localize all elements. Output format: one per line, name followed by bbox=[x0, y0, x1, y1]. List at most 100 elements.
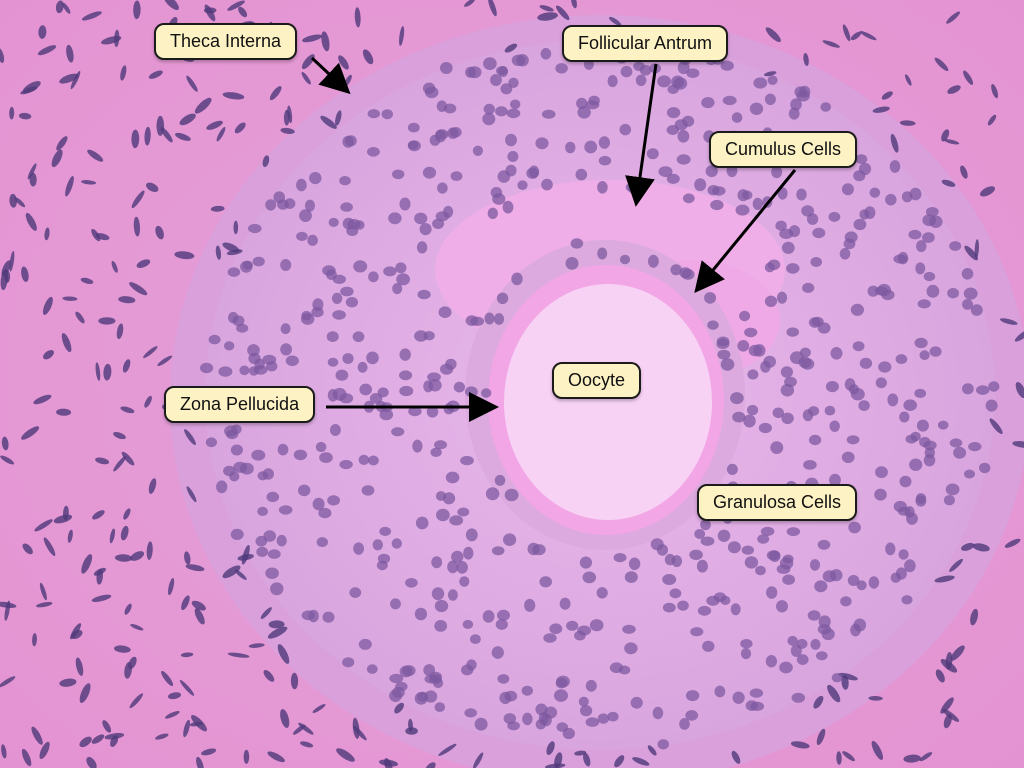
nucleus bbox=[841, 451, 855, 463]
nucleus bbox=[817, 539, 831, 550]
nucleus bbox=[447, 560, 459, 574]
nucleus bbox=[185, 564, 205, 572]
nucleus bbox=[120, 65, 127, 81]
nucleus bbox=[776, 564, 791, 574]
nucleus bbox=[128, 656, 137, 670]
nucleus bbox=[679, 267, 692, 279]
nucleus bbox=[549, 623, 563, 634]
nucleus bbox=[577, 625, 592, 636]
nucleus bbox=[496, 292, 509, 304]
nucleus bbox=[395, 262, 407, 274]
nucleus bbox=[266, 491, 280, 503]
nucleus bbox=[817, 322, 831, 334]
nucleus bbox=[407, 140, 421, 152]
nucleus bbox=[1, 436, 9, 451]
nucleus bbox=[414, 330, 428, 342]
nucleus bbox=[963, 70, 974, 85]
nucleus bbox=[118, 296, 136, 304]
nucleus bbox=[991, 84, 999, 99]
nucleus bbox=[91, 228, 101, 242]
nucleus bbox=[585, 717, 600, 727]
nucleus bbox=[18, 112, 32, 120]
nucleus bbox=[136, 259, 151, 268]
nucleus bbox=[767, 75, 778, 85]
nucleus bbox=[91, 734, 105, 744]
nucleus bbox=[463, 546, 474, 560]
nucleus bbox=[696, 559, 708, 573]
nucleus bbox=[889, 160, 901, 173]
nucleus bbox=[167, 692, 182, 700]
nucleus bbox=[502, 200, 514, 214]
nucleus bbox=[905, 434, 918, 444]
nucleus bbox=[919, 752, 933, 762]
nucleus bbox=[987, 114, 997, 126]
nucleus bbox=[160, 127, 173, 143]
nucleus bbox=[285, 355, 299, 367]
nucleus bbox=[570, 238, 584, 249]
nucleus bbox=[66, 44, 74, 63]
nucleus bbox=[290, 672, 299, 690]
nucleus bbox=[322, 611, 335, 623]
nucleus bbox=[790, 741, 810, 749]
nucleus bbox=[113, 456, 126, 472]
nucleus bbox=[690, 627, 704, 637]
nucleus bbox=[301, 71, 311, 85]
nucleus bbox=[539, 576, 552, 588]
nucleus bbox=[483, 103, 495, 115]
nucleus bbox=[368, 455, 379, 466]
nucleus bbox=[316, 537, 328, 548]
nucleus bbox=[81, 11, 102, 21]
nucleus bbox=[200, 362, 214, 374]
nucleus bbox=[808, 406, 820, 416]
nucleus bbox=[647, 745, 657, 756]
nucleus bbox=[248, 643, 265, 648]
nucleus bbox=[510, 99, 521, 110]
nucleus bbox=[772, 407, 784, 419]
nucleus bbox=[619, 254, 631, 265]
nucleus bbox=[103, 363, 112, 381]
nucleus bbox=[780, 383, 795, 397]
nucleus bbox=[664, 553, 676, 566]
nucleus bbox=[1014, 329, 1024, 342]
nucleus bbox=[464, 0, 475, 7]
nucleus bbox=[184, 551, 191, 565]
nucleus bbox=[359, 383, 373, 396]
nucleus bbox=[541, 713, 552, 727]
nucleus bbox=[55, 0, 64, 14]
nucleus bbox=[543, 633, 557, 643]
nucleus bbox=[817, 624, 832, 635]
nucleus bbox=[745, 700, 758, 711]
nucleus bbox=[440, 62, 453, 74]
nucleus bbox=[266, 361, 278, 372]
nucleus bbox=[766, 586, 778, 599]
nucleus bbox=[276, 534, 287, 547]
nucleus bbox=[358, 638, 372, 650]
nucleus bbox=[732, 691, 745, 704]
nucleus bbox=[91, 594, 112, 602]
nucleus bbox=[79, 683, 91, 703]
nucleus bbox=[419, 223, 432, 236]
nucleus bbox=[765, 27, 781, 43]
nucleus bbox=[868, 576, 880, 589]
nucleus bbox=[262, 468, 274, 480]
nucleus bbox=[122, 359, 131, 373]
nucleus bbox=[950, 645, 965, 661]
nucleus bbox=[527, 542, 540, 556]
nucleus bbox=[327, 357, 339, 367]
nucleus bbox=[186, 75, 198, 92]
nucleus bbox=[434, 599, 449, 613]
nucleus bbox=[850, 623, 861, 637]
nucleus bbox=[875, 466, 888, 479]
nucleus bbox=[942, 708, 960, 722]
nucleus bbox=[947, 288, 959, 299]
nucleus bbox=[38, 25, 47, 39]
nucleus bbox=[744, 327, 758, 338]
nucleus bbox=[186, 486, 197, 503]
nucleus bbox=[717, 349, 731, 360]
nucleus bbox=[943, 495, 955, 506]
nucleus bbox=[808, 434, 822, 446]
nucleus bbox=[780, 366, 794, 378]
nucleus bbox=[320, 115, 337, 129]
nucleus bbox=[842, 24, 851, 42]
